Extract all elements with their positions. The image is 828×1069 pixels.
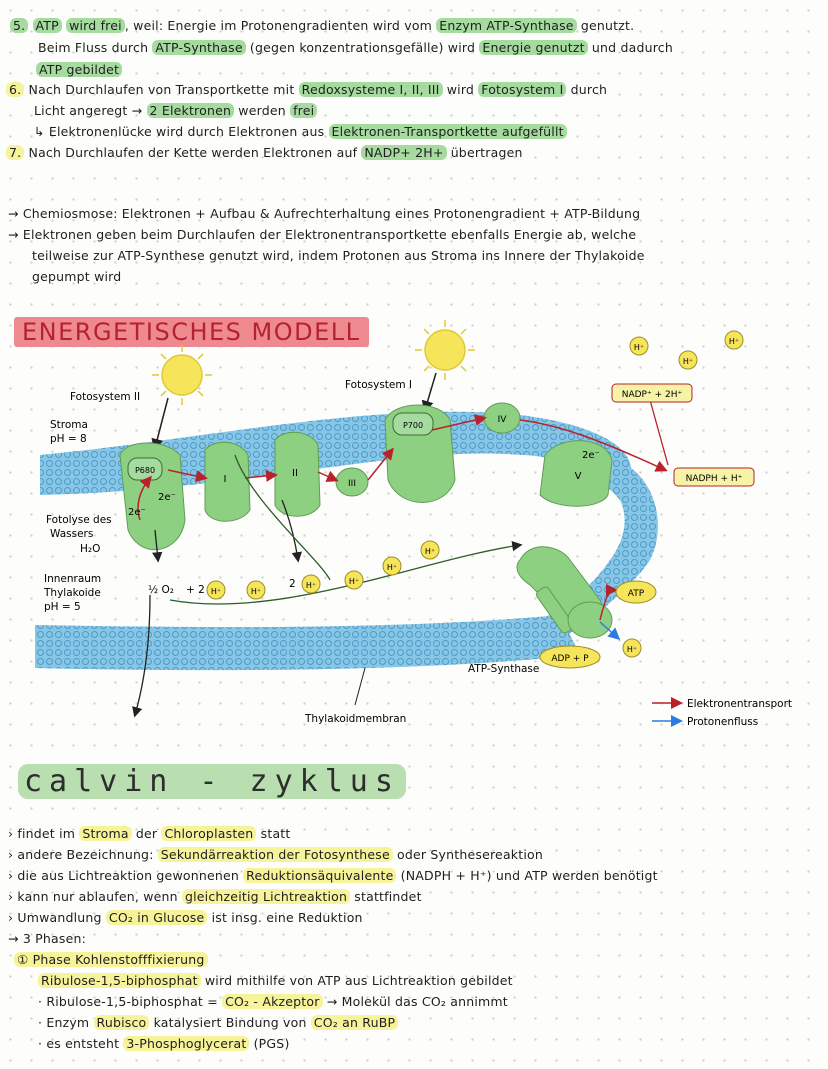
- complex-4-label: IV: [498, 415, 508, 425]
- chemiosmose-line-2: → Elektronen geben beim Durchlaufen der …: [8, 227, 637, 242]
- complex-3-label: III: [348, 479, 356, 489]
- complex-3: [335, 467, 369, 497]
- p680-label: P680: [135, 466, 155, 475]
- two-e-label: 2e⁻: [158, 492, 176, 503]
- atp-synthase: [516, 546, 613, 639]
- innenraum-label-1: Innenraum: [44, 573, 101, 585]
- phase-1-line-3: · Enzym Rubisco katalysiert Bindung von …: [38, 1015, 399, 1030]
- atp-badge: ATP: [615, 580, 657, 604]
- svg-text:NADP⁺ + 2H⁺: NADP⁺ + 2H⁺: [622, 390, 683, 400]
- calvin-line-2: › andere Bezeichnung: Sekundärreaktion d…: [8, 847, 543, 862]
- legend-proton: Protonenfluss: [687, 716, 758, 728]
- svg-text:H⁺: H⁺: [306, 581, 316, 590]
- calvin-line-3: › die aus Lichtreaktion gewonnenen Reduk…: [8, 868, 658, 883]
- hplus-badge: H⁺: [622, 638, 642, 658]
- complex-2: [274, 431, 321, 517]
- fotosystem-2-label: Fotosystem II: [70, 391, 140, 403]
- calvin-line-1: › findet im Stroma der Chloroplasten sta…: [8, 826, 291, 841]
- chemiosmose-line-1: → Chemiosmose: Elektronen + Aufbau & Auf…: [8, 206, 641, 221]
- note-line-5a: 5. ATP wird frei, weil: Energie im Proto…: [10, 18, 634, 33]
- svg-text:H⁺: H⁺: [387, 563, 397, 572]
- complex-5-label: V: [575, 471, 582, 482]
- calvin-line-5: › Umwandlung CO₂ in Glucose ist insg. ei…: [8, 910, 363, 925]
- svg-text:H⁺: H⁺: [425, 547, 435, 556]
- note-line-6a: 6. Nach Durchlaufen von Transportkette m…: [6, 82, 607, 97]
- phase-1-line-1: Ribulose-1,5-biphosphat wird mithilfe vo…: [38, 973, 513, 988]
- calvin-title: calvin - zyklus: [18, 764, 406, 799]
- hplus-badge: H⁺: [420, 540, 440, 560]
- sun-icon: [152, 345, 212, 405]
- list-number: 5.: [10, 18, 29, 33]
- legend-electron: Elektronentransport: [687, 698, 792, 710]
- stroma-label: Stroma: [50, 419, 88, 431]
- svg-text:NADPH + H⁺: NADPH + H⁺: [686, 474, 743, 484]
- svg-text:H⁺: H⁺: [251, 587, 261, 596]
- complex-1: [204, 441, 251, 522]
- diagram-title: ENERGETISCHES MODELL: [14, 317, 369, 347]
- chemiosmose-line-3: teilweise zur ATP-Synthese genutzt wird,…: [32, 248, 645, 263]
- note-line-6b: Licht angeregt → 2 Elektronen werden fre…: [34, 103, 318, 118]
- hplus-badge: H⁺: [344, 570, 364, 590]
- two-label: 2: [289, 578, 296, 590]
- complex-5: [539, 440, 613, 507]
- svg-text:ADP + P: ADP + P: [551, 654, 589, 664]
- hplus-badge: H⁺: [724, 330, 744, 350]
- phase-1-line-4: · es entsteht 3-Phosphoglycerat (PGS): [38, 1036, 290, 1051]
- complex-2-label: II: [292, 468, 298, 479]
- phase-1-title: ① Phase Kohlenstofffixierung: [14, 952, 208, 967]
- legend: Elektronentransport Protonenfluss: [652, 697, 792, 728]
- hplus-badge: H⁺: [678, 350, 698, 370]
- thylakoidmembran-label: Thylakoidmembran: [304, 713, 406, 725]
- hplus-badge: H⁺: [382, 556, 402, 576]
- svg-text:H⁺: H⁺: [683, 357, 693, 366]
- sun-icon: [415, 320, 475, 380]
- energetic-model-diagram: P680 I II III P700 IV V Fotosystem II Fo…: [35, 320, 792, 728]
- fotolyse-label-1: Fotolyse des: [46, 514, 112, 526]
- list-number: 6.: [6, 82, 25, 97]
- note-line-5c: ATP gebildet: [36, 62, 123, 77]
- hplus-badge: H⁺: [206, 580, 226, 600]
- calvin-line-6: → 3 Phasen:: [8, 931, 87, 946]
- two-e-label: 2e⁻: [128, 507, 146, 518]
- list-number: 7.: [6, 145, 25, 160]
- svg-text:H⁺: H⁺: [349, 577, 359, 586]
- phase-1-line-2: · Ribulose-1,5-biphosphat = CO₂ - Akzept…: [38, 994, 508, 1009]
- chemiosmose-line-4: gepumpt wird: [32, 269, 122, 284]
- svg-text:ATP: ATP: [628, 589, 645, 599]
- svg-text:H⁺: H⁺: [627, 645, 637, 654]
- h2o-label: H₂O: [80, 543, 100, 555]
- adp-badge: ADP + P: [539, 645, 601, 669]
- svg-text:H⁺: H⁺: [211, 587, 221, 596]
- hplus-badge: H⁺: [629, 336, 649, 356]
- fotolyse-label-2: Wassers: [50, 528, 93, 540]
- innenraum-ph-label: pH = 5: [44, 601, 81, 613]
- fotosystem-1-label: Fotosystem I: [345, 379, 412, 391]
- calvin-line-4: › kann nur ablaufen, wenn gleichzeitig L…: [8, 889, 422, 904]
- plus-two-label: + 2: [186, 584, 205, 596]
- hplus-badge: H⁺: [301, 574, 321, 594]
- nadph-badge: NADPH + H⁺: [673, 467, 755, 487]
- innenraum-label-2: Thylakoide: [43, 587, 101, 599]
- note-line-5b: Beim Fluss durch ATP-Synthase (gegen kon…: [38, 40, 673, 55]
- svg-text:H⁺: H⁺: [729, 337, 739, 346]
- stroma-ph-label: pH = 8: [50, 433, 87, 445]
- note-line-6c: ↳ Elektronenlücke wird durch Elektronen …: [34, 124, 567, 139]
- note-line-7: 7. Nach Durchlaufen der Kette werden Ele…: [6, 145, 523, 160]
- p700-label: P700: [403, 421, 423, 430]
- two-e-label: 2e⁻: [582, 450, 600, 461]
- complex-1-label: I: [224, 474, 227, 485]
- hplus-badge: H⁺: [246, 580, 266, 600]
- o2-label: ½ O₂: [148, 584, 174, 596]
- nadp-badge: NADP⁺ + 2H⁺: [611, 383, 693, 403]
- atp-synthase-label: ATP-Synthase: [468, 663, 539, 675]
- svg-text:H⁺: H⁺: [634, 343, 644, 352]
